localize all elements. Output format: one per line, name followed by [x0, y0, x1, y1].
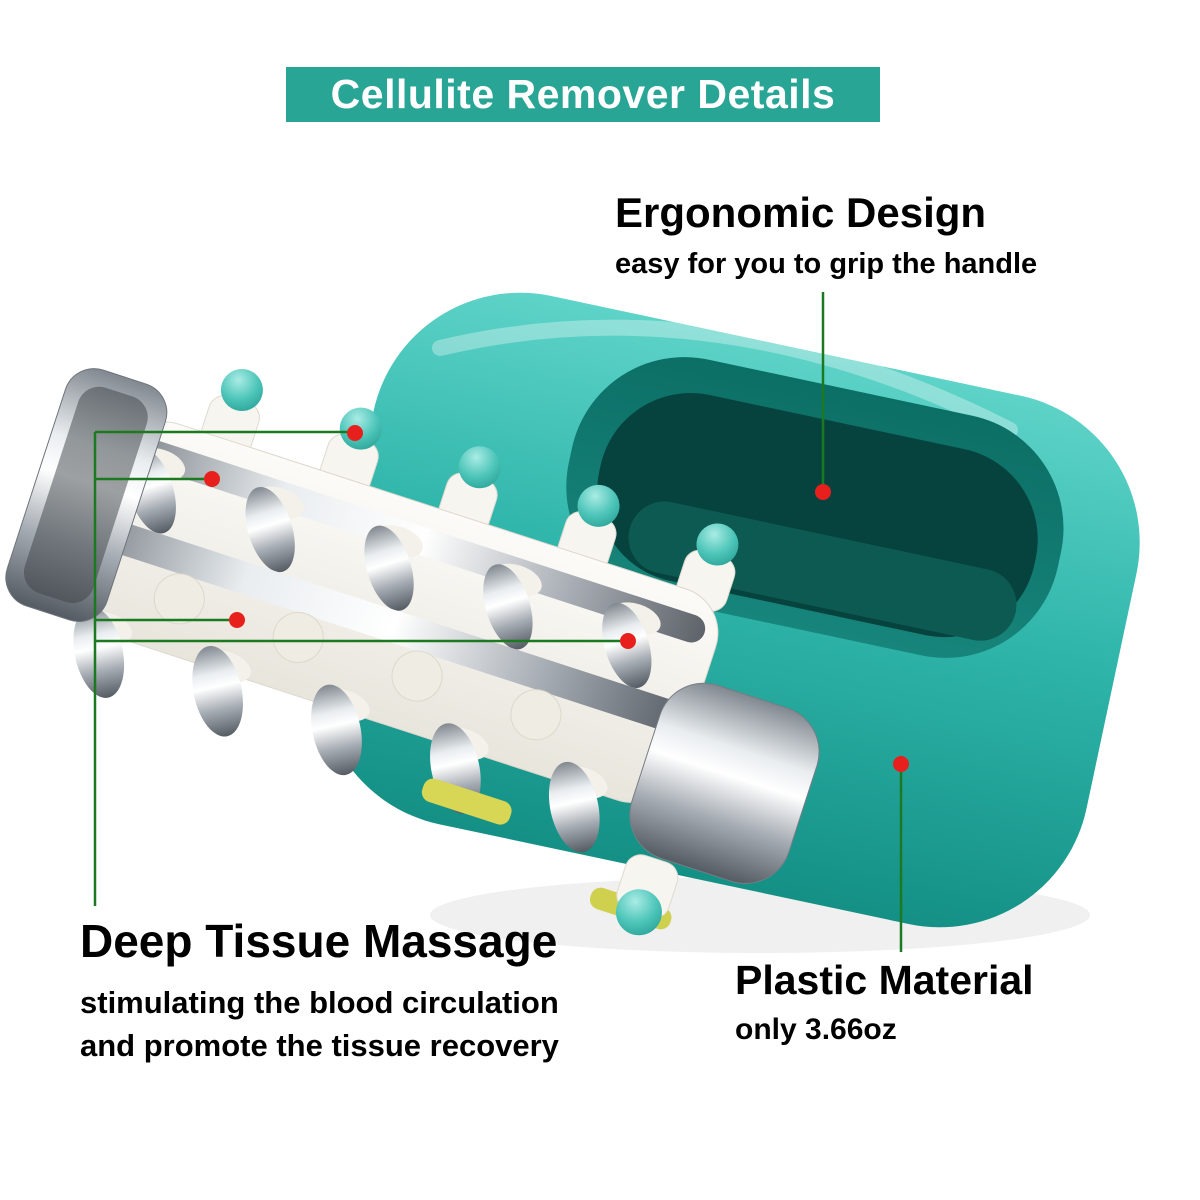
title-banner: Cellulite Remover Details	[286, 67, 880, 122]
callout-dot-deep-tissue-3	[229, 612, 245, 628]
bottom-teal-ball	[615, 854, 679, 936]
annotation-title: Deep Tissue Massage	[80, 915, 558, 967]
lower-chrome-rollers	[73, 607, 608, 853]
callout-dot-ergonomic	[815, 484, 831, 500]
callout-dot-deep-tissue-4	[620, 633, 636, 649]
annotation-deep-tissue-massage: Deep Tissue Massage stimulating the bloo…	[80, 916, 559, 1067]
annotation-plastic-material: Plastic Material only 3.66oz	[735, 957, 1034, 1051]
annotation-ergonomic-design: Ergonomic Design easy for you to grip th…	[615, 189, 1038, 285]
annotation-subtitle: only 3.66oz	[735, 1013, 897, 1047]
white-nubs	[153, 573, 562, 741]
middle-axle	[95, 518, 692, 735]
callout-dot-deep-tissue-2	[204, 471, 220, 487]
annotation-subtitle: easy for you to grip the handle	[615, 248, 1038, 281]
right-end-cap	[629, 682, 820, 884]
page-title: Cellulite Remover Details	[330, 71, 836, 117]
annotation-title: Plastic Material	[735, 957, 1034, 1003]
callouts	[93, 292, 909, 952]
annotation-subtitle-line1: stimulating the blood circulation	[80, 984, 559, 1020]
callout-dot-plastic	[893, 756, 909, 772]
annotation-subtitle-line2: and promote the tissue recovery	[80, 1027, 559, 1063]
callout-dot-deep-tissue-1	[347, 425, 363, 441]
annotation-subtitle: stimulating the blood circulation and pr…	[80, 981, 559, 1068]
annotation-title: Ergonomic Design	[615, 189, 987, 236]
